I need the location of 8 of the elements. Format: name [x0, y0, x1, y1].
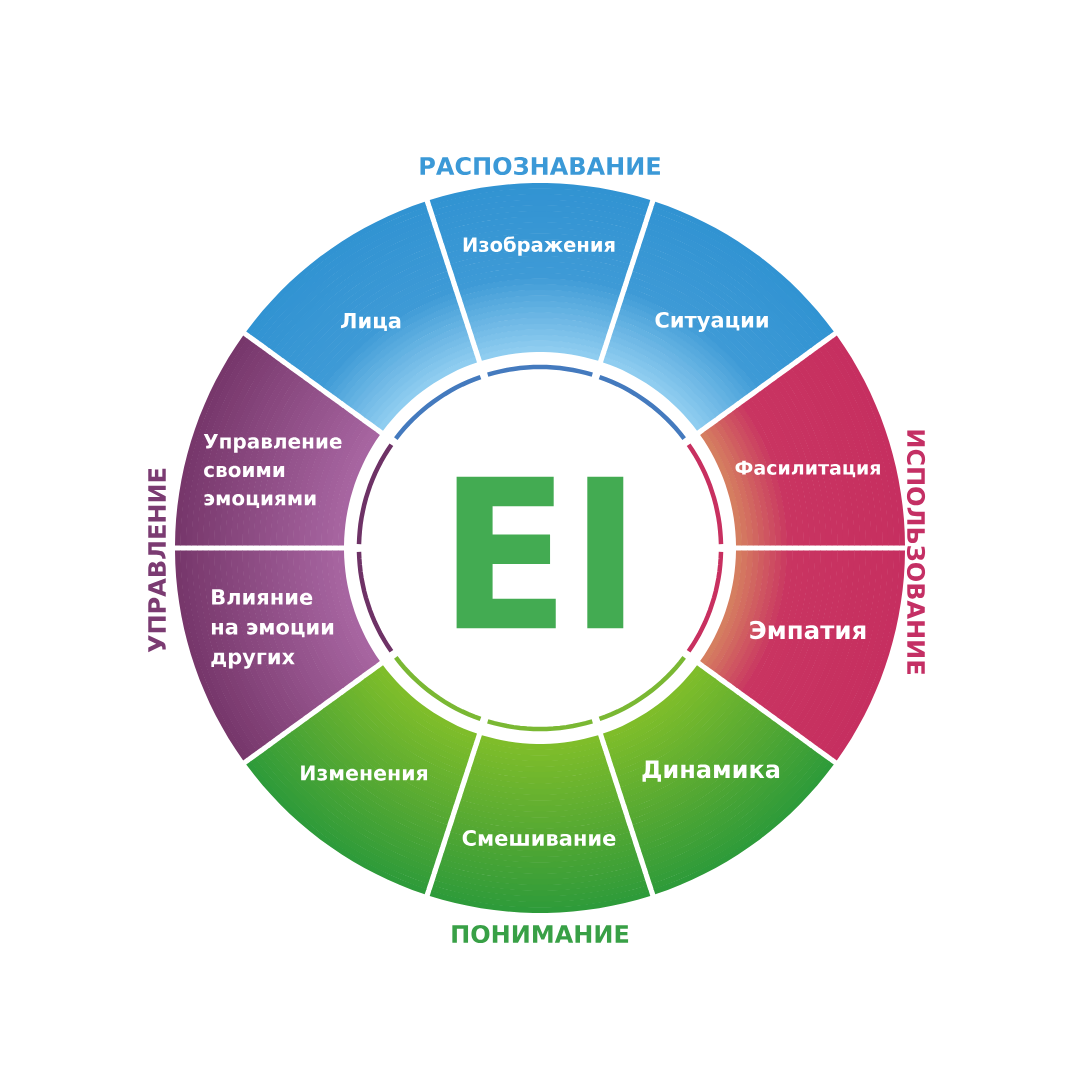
ring-segment: Фасилитация: [700, 335, 905, 546]
group-label: УПРАВЛЕНИЕ: [148, 468, 166, 653]
ring-segment: Влияние на эмоции других: [175, 550, 380, 761]
group-label: РАСПОЗНАВАНИЕ: [420, 156, 660, 176]
hub-label: EI: [456, 476, 624, 629]
group-label: ПОНИМАНИЕ: [452, 924, 629, 944]
ring-segment: Управление своими эмоциями: [175, 335, 380, 546]
group-label: ИСПОЛЬЗОВАНИЕ: [906, 430, 926, 674]
